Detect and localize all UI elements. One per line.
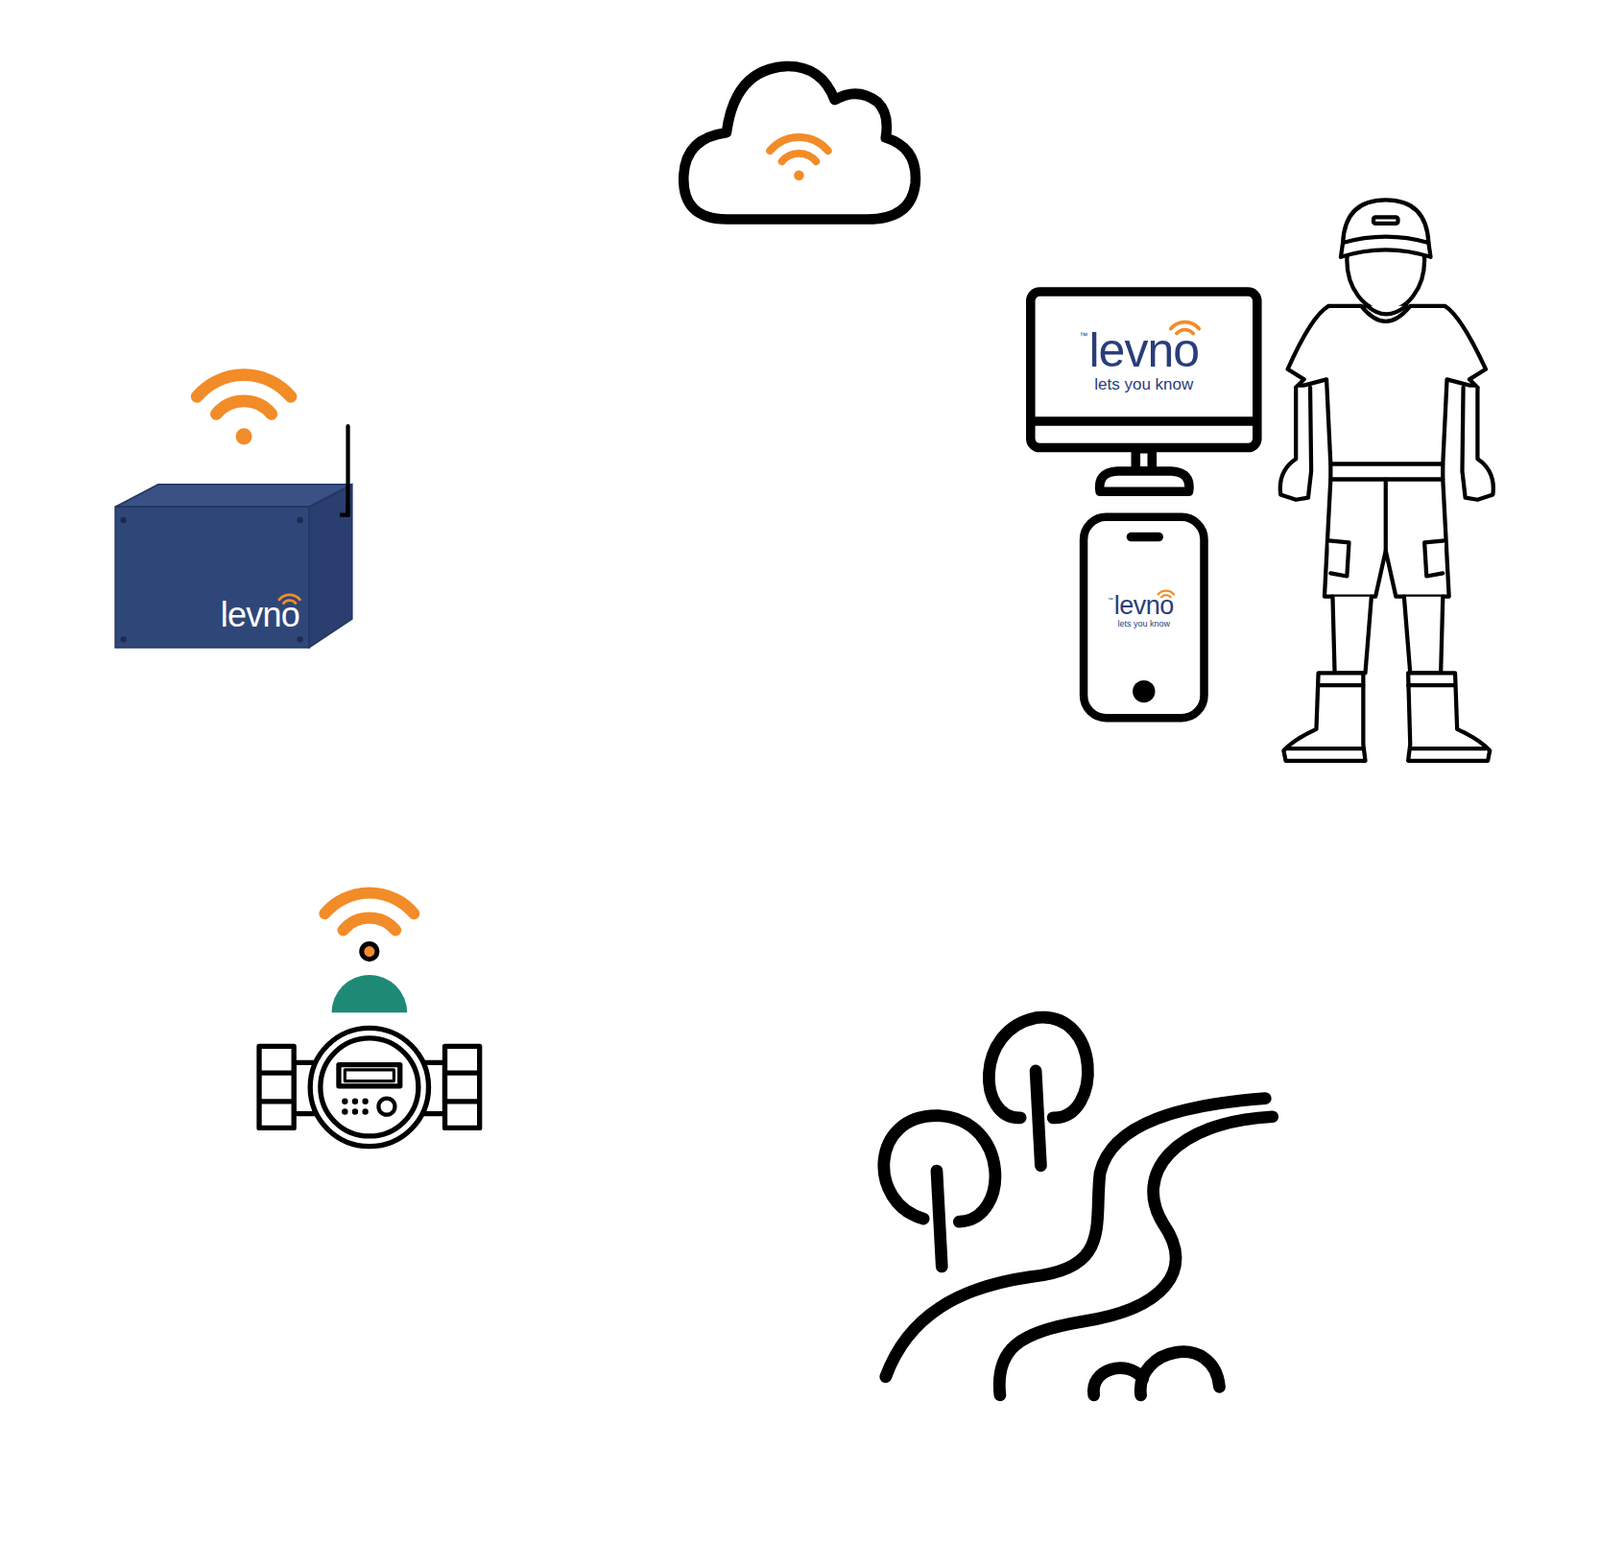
logo-text: levno	[1114, 593, 1174, 620]
gateway-box-face: levno	[115, 506, 310, 648]
monitor-screen: levnolets you know	[1040, 302, 1247, 417]
landscape-icon	[883, 1017, 1273, 1396]
logo-text: levno	[220, 597, 300, 633]
farmer-figure	[1280, 199, 1494, 762]
phone-icon	[1083, 517, 1204, 718]
tagline-text: lets you know	[1118, 620, 1171, 629]
water-meter	[259, 893, 480, 1147]
tagline-text: lets you know	[1094, 376, 1194, 393]
phone-screen: levnolets you know	[1094, 550, 1195, 671]
logo-text: levno	[1089, 326, 1200, 375]
monitor-icon	[1030, 291, 1258, 492]
trademark-mark: ™	[1079, 332, 1089, 341]
trademark-mark: ™	[1107, 597, 1114, 603]
gateway-box	[115, 375, 353, 648]
cloud-icon	[683, 66, 916, 219]
